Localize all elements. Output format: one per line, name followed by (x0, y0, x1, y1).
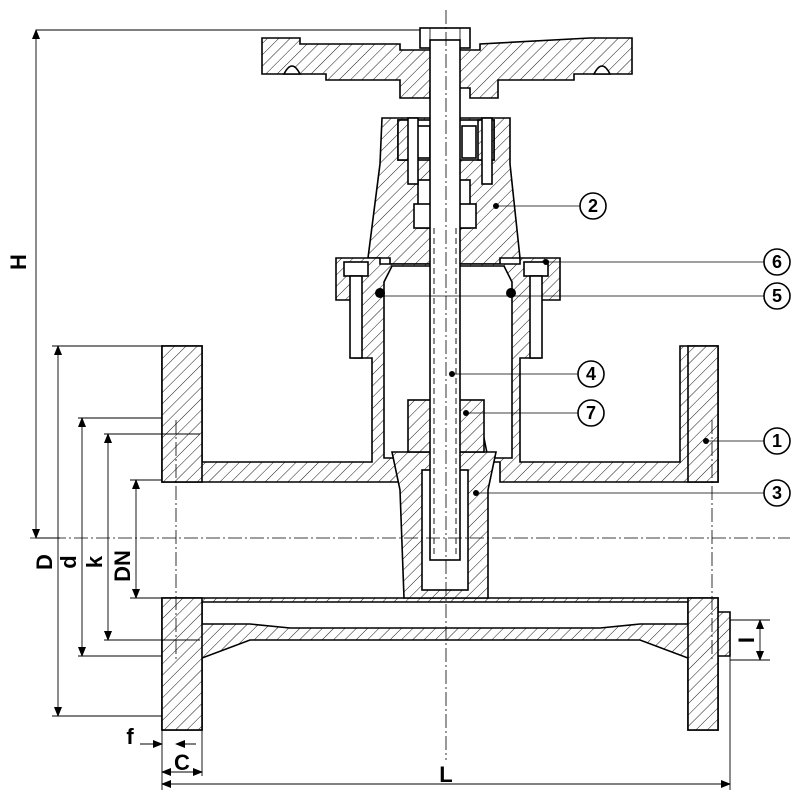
dim-label-L: L (439, 762, 452, 787)
callout-4: 4 (577, 360, 605, 388)
dim-label-I: I (734, 637, 759, 643)
callout-3: 3 (763, 479, 791, 507)
dim-label-H: H (6, 254, 31, 270)
dim-label-k: k (82, 555, 107, 568)
dim-label-f: f (126, 724, 134, 749)
callout-leaders (376, 203, 764, 496)
dim-label-d: d (56, 555, 81, 568)
flange-left (161, 345, 203, 731)
callout-1-label: 1 (772, 431, 782, 451)
callout-6: 6 (763, 248, 791, 276)
dim-label-D: D (32, 554, 57, 570)
dim-label-DN: DN (110, 550, 135, 582)
callout-6-label: 6 (772, 252, 782, 272)
callout-5: 5 (763, 282, 791, 310)
callout-5-label: 5 (772, 286, 782, 306)
callout-7-label: 7 (586, 403, 596, 423)
dim-label-C: C (174, 750, 190, 775)
stem (429, 39, 461, 561)
callout-4-label: 4 (586, 364, 596, 384)
center-lines (30, 10, 790, 760)
callout-3-label: 3 (772, 483, 782, 503)
callout-7: 7 (577, 399, 605, 427)
flange-right (687, 345, 719, 731)
callout-2: 2 (579, 192, 607, 220)
dimension-lines (32, 29, 770, 790)
callout-1: 1 (763, 427, 791, 455)
callout-2-label: 2 (588, 196, 598, 216)
